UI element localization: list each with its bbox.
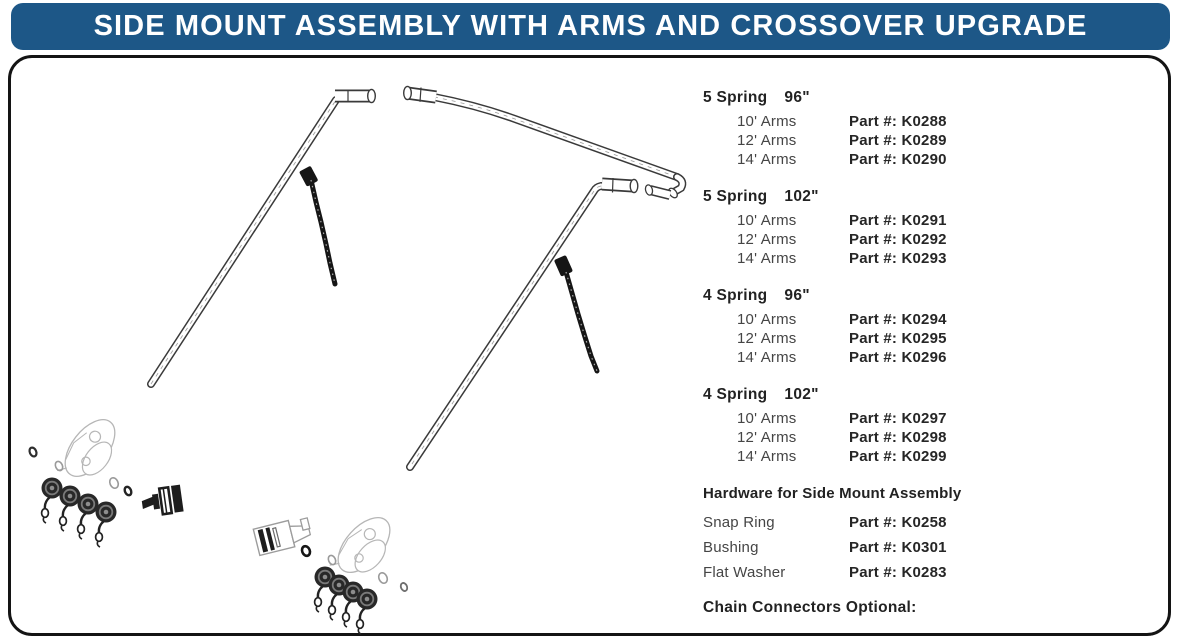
- part-number: Part #: K0296: [849, 349, 947, 366]
- hardware-item-label: Bushing: [703, 539, 759, 556]
- page-title: SIDE MOUNT ASSEMBLY WITH ARMS AND CROSSO…: [93, 10, 1088, 42]
- parts-section-4-spring-96: 4 Spring 96" 10' Arms Part #: K0294 12' A…: [703, 286, 1165, 367]
- part-number: Part #: K0298: [849, 429, 947, 446]
- parts-section-5-spring-96: 5 Spring 96" 10' Arms Part #: K0288 12' A…: [703, 88, 1165, 169]
- parts-list-panel: 5 Spring 96" 10' Arms Part #: K0288 12' A…: [703, 88, 1165, 617]
- middle-side-mount-assembly-drawing: [252, 507, 409, 636]
- arm-length-label: 12' Arms: [737, 429, 797, 446]
- arm-length-label: 10' Arms: [737, 212, 797, 229]
- part-number: Part #: K0283: [849, 564, 947, 581]
- arm-length-label: 12' Arms: [737, 330, 797, 347]
- section-heading: 4 Spring 102": [703, 385, 1165, 405]
- crossover-bar-drawing: [403, 85, 687, 200]
- parts-row: 12' Arms Part #: K0298: [703, 428, 1165, 447]
- spring-count-label: 5 Spring: [703, 89, 768, 106]
- spring-size-label: 102": [784, 386, 819, 403]
- part-number: Part #: K0293: [849, 250, 947, 267]
- parts-row: 10' Arms Part #: K0288: [703, 112, 1165, 131]
- arm-length-label: 10' Arms: [737, 311, 797, 328]
- hardware-row: Snap Ring Part #: K0258: [703, 510, 1165, 535]
- mounting-bracket-drawing: [252, 517, 312, 557]
- arm-length-label: 14' Arms: [737, 448, 797, 465]
- parts-row: 12' Arms Part #: K0289: [703, 131, 1165, 150]
- part-number: Part #: K0291: [849, 212, 947, 229]
- hardware-section: Hardware for Side Mount Assembly Snap Ri…: [703, 484, 1165, 585]
- arm-length-label: 14' Arms: [737, 349, 797, 366]
- part-number: Part #: K0299: [849, 448, 947, 465]
- parts-row: 10' Arms Part #: K0297: [703, 409, 1165, 428]
- part-number: Part #: K0301: [849, 539, 947, 556]
- spring-count-label: 4 Spring: [703, 386, 768, 403]
- arm-length-label: 12' Arms: [737, 231, 797, 248]
- arm-length-label: 12' Arms: [737, 132, 797, 149]
- part-number: Part #: K0290: [849, 151, 947, 168]
- section-heading: 5 Spring 96": [703, 88, 1165, 108]
- spring-size-label: 96": [784, 89, 810, 106]
- part-number: Part #: K0294: [849, 311, 947, 328]
- part-number: Part #: K0297: [849, 410, 947, 427]
- spring-size-label: 102": [784, 188, 819, 205]
- mounting-clamp-drawing: [141, 484, 184, 516]
- parts-row: 14' Arms Part #: K0296: [703, 348, 1165, 367]
- section-heading: 4 Spring 96": [703, 286, 1165, 306]
- hardware-heading: Hardware for Side Mount Assembly: [703, 485, 962, 502]
- part-number: Part #: K0295: [849, 330, 947, 347]
- parts-row: 14' Arms Part #: K0299: [703, 447, 1165, 466]
- spring-count-label: 5 Spring: [703, 188, 768, 205]
- parts-row: 12' Arms Part #: K0292: [703, 230, 1165, 249]
- parts-row: 14' Arms Part #: K0290: [703, 150, 1165, 169]
- parts-row: 10' Arms Part #: K0294: [703, 310, 1165, 329]
- hardware-item-label: Snap Ring: [703, 514, 775, 531]
- arm-length-label: 14' Arms: [737, 151, 797, 168]
- parts-section-5-spring-102: 5 Spring 102" 10' Arms Part #: K0291 12' …: [703, 187, 1165, 268]
- right-pull-chain-drawing: [554, 255, 600, 374]
- left-arm-drawing: [147, 88, 377, 388]
- page-title-bar: SIDE MOUNT ASSEMBLY WITH ARMS AND CROSSO…: [11, 3, 1170, 50]
- parts-section-4-spring-102: 4 Spring 102" 10' Arms Part #: K0297 12' …: [703, 385, 1165, 466]
- right-arm-drawing: [406, 177, 639, 471]
- section-heading: 5 Spring 102": [703, 187, 1165, 207]
- part-number: Part #: K0288: [849, 113, 947, 130]
- hardware-item-label: Flat Washer: [703, 564, 786, 581]
- part-number: Part #: K0258: [849, 514, 947, 531]
- part-number: Part #: K0292: [849, 231, 947, 248]
- spring-count-label: 4 Spring: [703, 287, 768, 304]
- chain-connectors-note: Chain Connectors Optional:: [703, 599, 917, 616]
- parts-row: 12' Arms Part #: K0295: [703, 329, 1165, 348]
- part-number: Part #: K0289: [849, 132, 947, 149]
- left-pull-chain-drawing: [299, 166, 338, 287]
- spring-size-label: 96": [784, 287, 810, 304]
- hardware-row: Flat Washer Part #: K0283: [703, 560, 1165, 585]
- arm-length-label: 14' Arms: [737, 250, 797, 267]
- arm-length-label: 10' Arms: [737, 410, 797, 427]
- hardware-row: Bushing Part #: K0301: [703, 535, 1165, 560]
- parts-row: 10' Arms Part #: K0291: [703, 211, 1165, 230]
- parts-row: 14' Arms Part #: K0293: [703, 249, 1165, 268]
- arm-length-label: 10' Arms: [737, 113, 797, 130]
- left-side-mount-assembly-drawing: [28, 410, 184, 549]
